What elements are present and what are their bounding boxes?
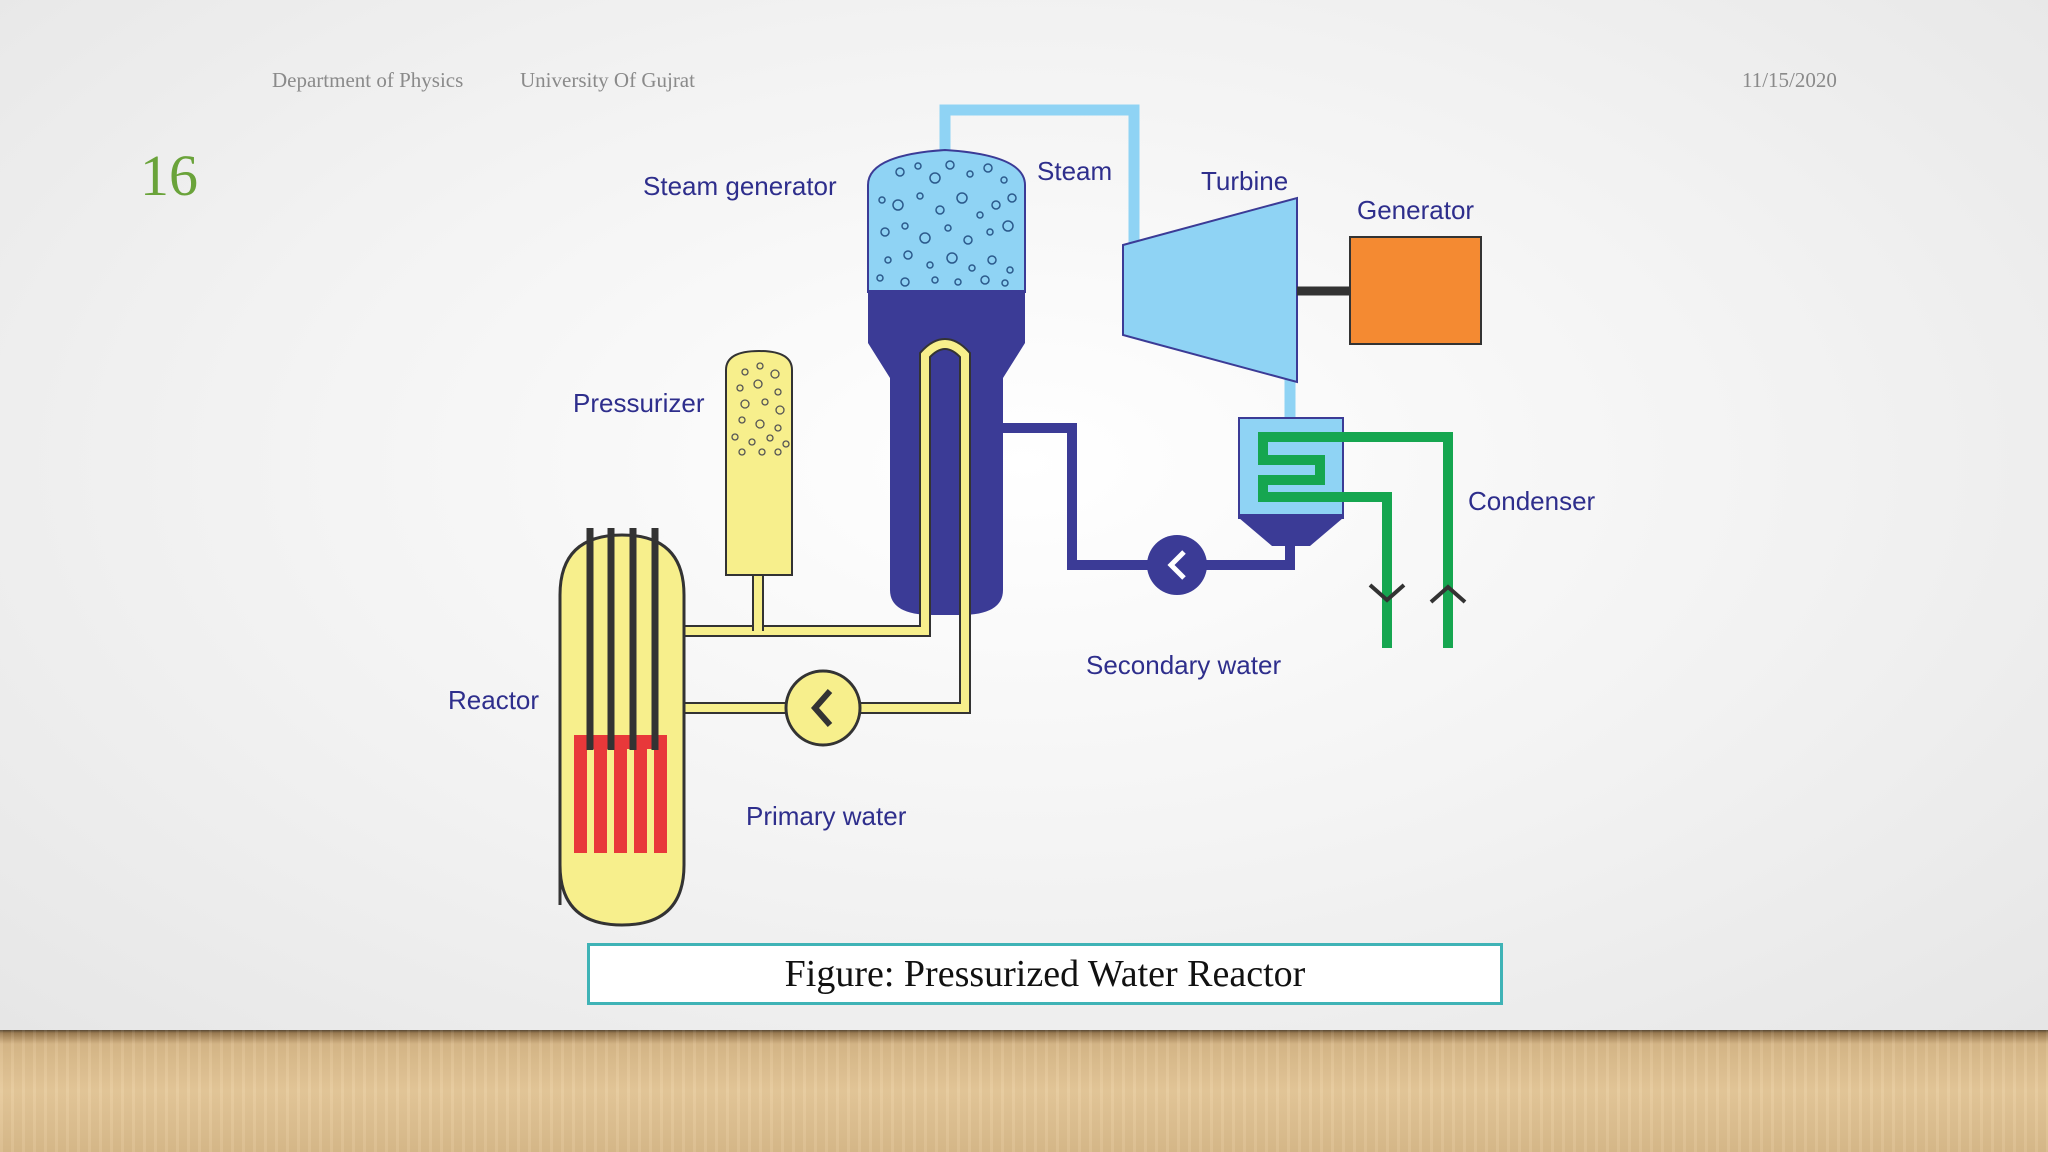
primary-water-pipe [684, 340, 969, 712]
cooling-outflow-arrow-icon [1368, 583, 1406, 603]
pressurizer-bubbles [731, 362, 790, 456]
university-label: University Of Gujrat [520, 68, 695, 92]
turbine-label: Turbine [1201, 166, 1288, 196]
steam-label: Steam [1037, 156, 1112, 186]
secondary-pump-arrow-icon [1167, 550, 1186, 580]
control-rods [586, 528, 659, 750]
generator [1349, 236, 1482, 345]
wood-grain-texture [0, 1030, 2048, 1152]
slide-background [0, 0, 2048, 1030]
primary-pump [784, 669, 862, 747]
primary-pump-arrow-icon [810, 689, 833, 727]
steam-generator-dome [867, 148, 1026, 293]
reactor-vessel [558, 533, 686, 927]
slide-number: 16 [140, 143, 198, 208]
date-label: 11/15/2020 [1742, 68, 1837, 92]
wood-floor-background [0, 1030, 2048, 1152]
figure-caption-box: Figure: Pressurized Water Reactor [587, 943, 1503, 1005]
primary-water-label: Primary water [746, 801, 907, 831]
cooling-inflow-arrow-icon [1429, 584, 1467, 604]
condenser-hopper [1239, 518, 1343, 546]
cooling-water-pipe [1258, 432, 1453, 648]
pressurizer [725, 349, 793, 576]
fuel-rods [574, 735, 667, 853]
secondary-pump [1147, 535, 1207, 595]
reactor-label: Reactor [448, 685, 539, 715]
secondary-water-pipe [1000, 423, 1295, 570]
turbine [1122, 196, 1298, 384]
steam-generator-body [868, 290, 1025, 615]
steam-bubbles [876, 160, 1017, 287]
department-label: Department of Physics [272, 68, 464, 92]
steam-generator-label: Steam generator [643, 171, 837, 201]
generator-label: Generator [1357, 195, 1474, 225]
pressurizer-label: Pressurizer [573, 388, 705, 418]
figure-caption: Figure: Pressurized Water Reactor [784, 953, 1306, 995]
secondary-water-label: Secondary water [1086, 650, 1281, 680]
steam-pipe [939, 104, 1140, 243]
condenser-label: Condenser [1468, 486, 1596, 516]
